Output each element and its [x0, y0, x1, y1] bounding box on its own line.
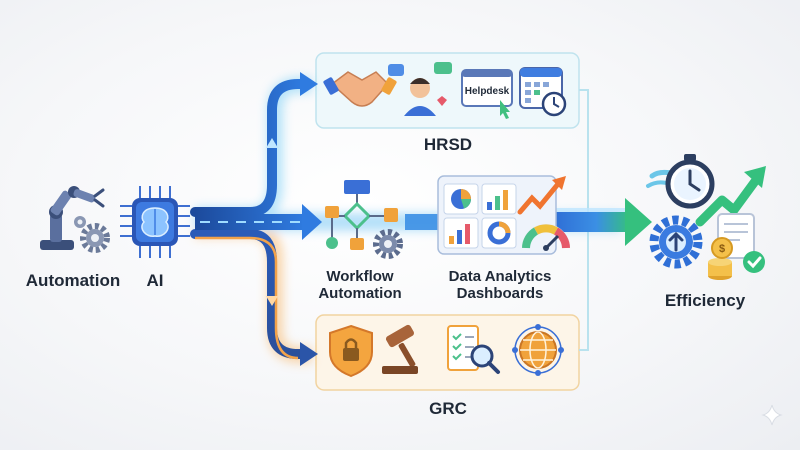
- branch-chevron-hrsd: [266, 138, 278, 148]
- analytics-label: Data Analytics Dashboards: [440, 268, 560, 302]
- main-flow-bar-2: [405, 214, 445, 230]
- dashboard-icon: [437, 175, 557, 255]
- brain-chip-icon: [120, 186, 190, 258]
- svg-text:$: $: [719, 243, 725, 255]
- branch-chevron-grc: [266, 296, 278, 306]
- main-arrowhead-1: [302, 204, 322, 240]
- grc-return-line: [579, 230, 589, 351]
- handshake-icon: [323, 71, 397, 107]
- coins-icon: $: [708, 237, 733, 280]
- main-flow-bar-1: [195, 214, 305, 230]
- gear-upload-icon: [649, 215, 703, 269]
- helpdesk-screen-icon: Helpdesk: [461, 69, 513, 119]
- automation-label: Automation: [25, 271, 121, 290]
- gear-icon: [74, 216, 110, 253]
- branch-arrow-grc: [190, 229, 309, 359]
- shield-lock-icon: [329, 324, 373, 378]
- calendar-clock-icon: [519, 67, 567, 117]
- analytics-label-line2: Dashboards: [456, 285, 544, 302]
- gauge-icon: [522, 224, 570, 251]
- branch-arrow-hrsd: [190, 79, 309, 217]
- document-check-icon: [717, 213, 765, 273]
- workflow-label-line2: Automation: [318, 285, 402, 302]
- hrsd-label: HRSD: [423, 135, 473, 154]
- workflow-label: Workflow Automation: [312, 268, 408, 302]
- stopwatch-icon: [646, 154, 715, 209]
- main-flow-bar-3: [555, 212, 630, 232]
- workflow-label-line1: Workflow: [326, 268, 394, 285]
- helpdesk-tag: Helpdesk: [465, 86, 510, 97]
- employee-chat-icon: [388, 62, 452, 116]
- growth-arrow-icon: [695, 166, 766, 227]
- trend-arrow-icon: [517, 176, 566, 215]
- hrsd-return-line: [579, 89, 589, 212]
- globe-network-icon: [512, 324, 564, 376]
- grc-label: GRC: [429, 399, 467, 418]
- gavel-icon: [382, 324, 418, 374]
- sparkle-icon: [761, 404, 783, 426]
- branch-arrow-grc-edge: [195, 236, 299, 360]
- efficiency-label: Efficiency: [664, 291, 746, 310]
- branch-arrowhead-grc: [300, 342, 318, 366]
- analytics-label-line1: Data Analytics: [448, 268, 552, 285]
- ai-label: AI: [146, 271, 164, 290]
- main-arrowhead-3: [625, 198, 652, 246]
- audit-checklist-icon: [447, 325, 500, 374]
- branch-arrowhead-hrsd: [300, 72, 318, 96]
- gear-icon: [373, 229, 403, 259]
- robot-arm-icon: [40, 186, 105, 250]
- flowchart-icon: [325, 180, 398, 250]
